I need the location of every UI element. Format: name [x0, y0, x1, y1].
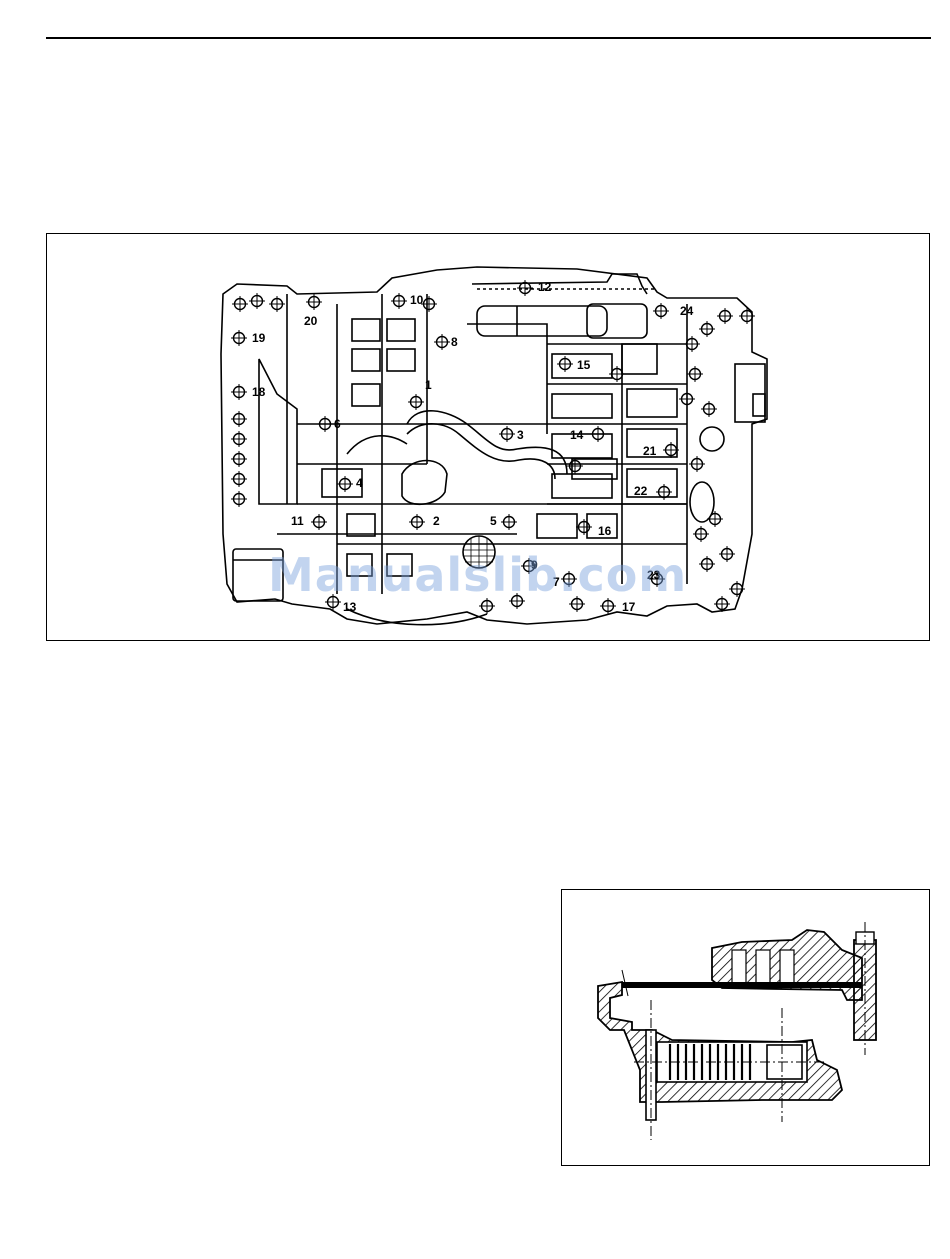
watermark: Manualslib.com	[268, 548, 687, 602]
callout-1: 1	[425, 378, 432, 392]
callout-21: 21	[643, 444, 657, 458]
callout-11: 11	[291, 514, 304, 528]
callout-22: 22	[634, 484, 648, 498]
callout-14: 14	[570, 428, 584, 442]
section-drawing	[562, 890, 931, 1167]
callout-6: 6	[334, 417, 341, 431]
callout-13: 13	[343, 600, 357, 614]
section-view-figure	[561, 889, 930, 1166]
callout-12: 12	[538, 280, 552, 294]
callout-4: 4	[356, 476, 363, 490]
callout-15: 15	[577, 358, 591, 372]
callout-5: 5	[490, 514, 497, 528]
callout-18: 18	[252, 385, 266, 399]
callout-16: 16	[598, 524, 612, 538]
callout-24: 24	[680, 304, 694, 318]
callout-2: 2	[433, 514, 440, 528]
header-rule	[46, 37, 931, 39]
callout-10: 10	[410, 293, 424, 307]
callout-20: 20	[304, 314, 318, 328]
callout-8: 8	[451, 335, 458, 349]
callout-3: 3	[517, 428, 524, 442]
callout-19: 19	[252, 331, 266, 345]
callout-17: 17	[622, 600, 636, 614]
